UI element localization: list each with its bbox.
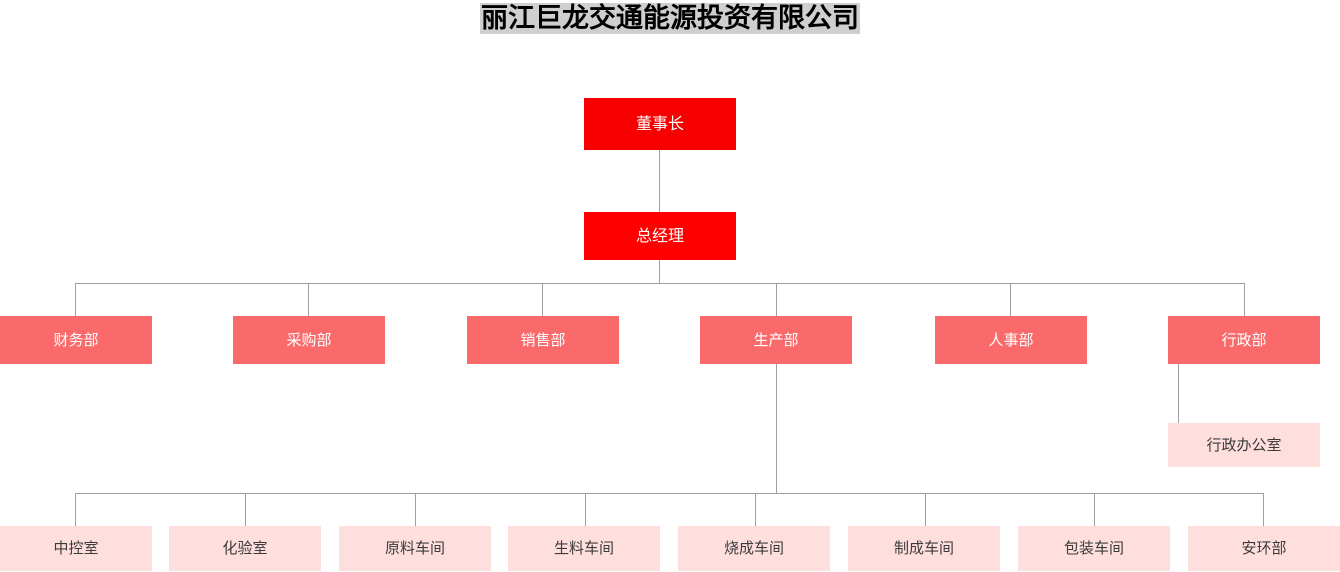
connector-bus-to-finishing xyxy=(925,493,926,526)
node-burning-workshop[interactable]: 烧成车间 xyxy=(678,526,830,571)
node-admin[interactable]: 行政部 xyxy=(1168,316,1320,364)
node-lab[interactable]: 化验室 xyxy=(169,526,321,571)
node-purchasing[interactable]: 采购部 xyxy=(233,316,385,364)
node-purchasing-label: 采购部 xyxy=(286,330,332,349)
page-title: 丽江巨龙交通能源投资有限公司 xyxy=(0,2,1340,36)
connector-bus-to-lab xyxy=(245,493,246,526)
node-sales[interactable]: 销售部 xyxy=(467,316,619,364)
node-burning-workshop-label: 烧成车间 xyxy=(723,539,784,557)
connector-bus-to-production xyxy=(776,283,777,316)
node-raw-material-workshop[interactable]: 原料车间 xyxy=(339,526,491,571)
connector-dept-bus xyxy=(75,283,1245,284)
node-safety-env[interactable]: 安环部 xyxy=(1188,526,1340,571)
node-production-label: 生产部 xyxy=(753,330,799,349)
connector-bus-to-packing xyxy=(1094,493,1095,526)
node-safety-env-label: 安环部 xyxy=(1241,539,1287,557)
node-raw-material-workshop-label: 原料车间 xyxy=(384,539,445,557)
node-finance[interactable]: 财务部 xyxy=(0,316,152,364)
node-control-room-label: 中控室 xyxy=(53,539,99,557)
connector-production-down xyxy=(776,364,777,493)
node-finishing-workshop-label: 制成车间 xyxy=(893,539,954,557)
connector-workshop-bus xyxy=(75,493,1263,494)
connector-bus-to-sales xyxy=(542,283,543,316)
node-gm-label: 总经理 xyxy=(635,226,684,245)
node-chairman[interactable]: 董事长 xyxy=(584,98,736,150)
connector-admin-to-admin-office xyxy=(1178,364,1179,423)
node-raw-meal-workshop[interactable]: 生料车间 xyxy=(508,526,660,571)
connector-bus-to-finance xyxy=(75,283,76,316)
node-chairman-label: 董事长 xyxy=(635,114,684,133)
connector-bus-to-burning xyxy=(755,493,756,526)
connector-gm-down xyxy=(659,260,660,283)
connector-bus-to-raw-material xyxy=(415,493,416,526)
node-hr[interactable]: 人事部 xyxy=(935,316,1087,364)
node-finishing-workshop[interactable]: 制成车间 xyxy=(848,526,1000,571)
node-production[interactable]: 生产部 xyxy=(700,316,852,364)
node-gm[interactable]: 总经理 xyxy=(584,212,736,260)
node-hr-label: 人事部 xyxy=(988,330,1034,349)
connector-bus-to-hr xyxy=(1010,283,1011,316)
page-title-text: 丽江巨龙交通能源投资有限公司 xyxy=(480,3,860,34)
connector-bus-to-control-room xyxy=(75,493,76,526)
connector-bus-to-raw-meal xyxy=(585,493,586,526)
node-admin-office[interactable]: 行政办公室 xyxy=(1168,423,1320,467)
node-finance-label: 财务部 xyxy=(53,330,99,349)
node-lab-label: 化验室 xyxy=(222,539,268,557)
connector-bus-to-safety xyxy=(1263,493,1264,526)
connector-chairman-to-gm xyxy=(659,150,660,212)
node-admin-office-label: 行政办公室 xyxy=(1206,435,1282,454)
connector-bus-to-purchasing xyxy=(308,283,309,316)
node-raw-meal-workshop-label: 生料车间 xyxy=(553,539,614,557)
node-admin-label: 行政部 xyxy=(1221,330,1267,349)
node-sales-label: 销售部 xyxy=(520,330,566,349)
node-control-room[interactable]: 中控室 xyxy=(0,526,152,571)
connector-bus-to-admin xyxy=(1244,283,1245,316)
node-packing-workshop-label: 包装车间 xyxy=(1063,539,1124,557)
node-packing-workshop[interactable]: 包装车间 xyxy=(1018,526,1170,571)
